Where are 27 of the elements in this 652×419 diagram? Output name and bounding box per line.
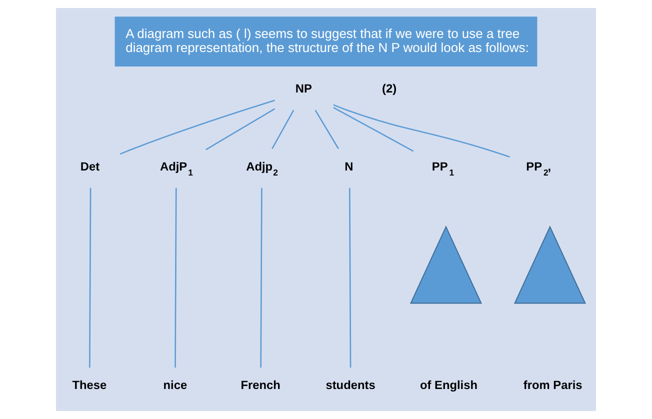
- connector: [333, 106, 414, 152]
- connector: [349, 188, 352, 368]
- connector: [272, 110, 294, 150]
- connector: [260, 188, 262, 368]
- label: (2): [382, 81, 397, 96]
- node-text: PP$_{2}$,: [526, 159, 552, 178]
- node-text: These: [72, 378, 107, 392]
- node-text: Det: [80, 159, 100, 174]
- node-text: N: [344, 159, 354, 174]
- connector: [206, 108, 276, 150]
- node-triangle: [514, 226, 586, 304]
- node-text: nice: [163, 378, 188, 392]
- connector: [120, 100, 275, 155]
- node-text: PP$_{1}$: [432, 159, 454, 178]
- node-text: of English: [420, 378, 478, 392]
- node-triangle: [410, 226, 482, 304]
- node-text: French: [240, 378, 280, 392]
- connector: [89, 188, 92, 368]
- node-text: from Paris: [523, 378, 582, 392]
- node-text: NP: [295, 81, 312, 96]
- connector: [174, 188, 177, 368]
- node-text: AdjP$_{1}$: [160, 159, 193, 178]
- node-text: students: [326, 378, 376, 392]
- connector: [333, 104, 510, 158]
- diagram-title: A diagram such as ( l) seems to suggest that if we were to use a tree diagram representation, the structure of the N P would look as follows:: [126, 26, 529, 55]
- node-text: Adjp$_{2}$: [246, 159, 278, 178]
- connector: [314, 110, 339, 150]
